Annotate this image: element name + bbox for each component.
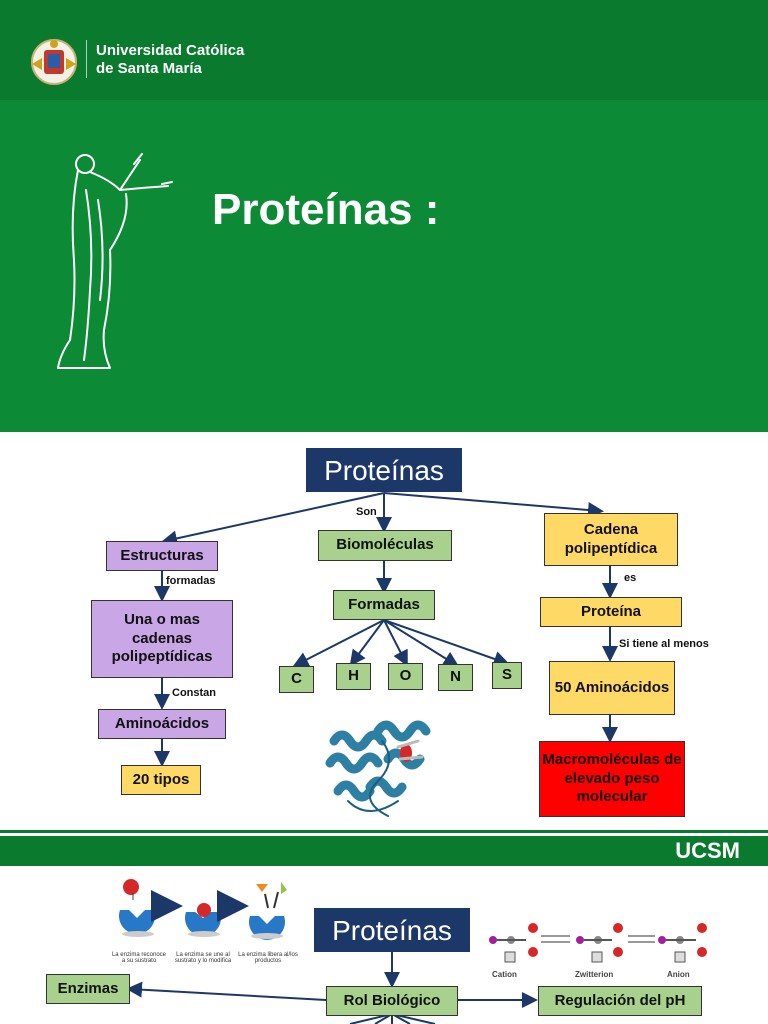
header-band [0,0,768,100]
element-s-box: S [492,662,522,689]
rol-biologico-box: Rol Biológico [326,986,458,1016]
50-aminoacidos-box: 50 Aminoácidos [549,661,675,715]
element-o-box: O [388,663,423,690]
formadas-label: formadas [166,575,216,587]
cation-label: Cation [492,970,517,979]
university-line-2: de Santa María [96,60,202,77]
cadenas-box: Una o mas cadenas polipeptídicas [91,600,233,678]
protein-structure-image [318,701,438,829]
slide-title: Proteínas : [212,185,440,234]
20-tipos-box: 20 tipos [121,765,201,795]
biological-role-slide: La enzima reconoce a su sustrato La enzi… [0,866,768,1024]
logo-divider [86,40,87,78]
separator-line [0,830,768,833]
anion-label: Anion [667,970,690,979]
aminoacidos-box: Aminoácidos [98,709,226,739]
constan-label: Constan [172,687,216,699]
slide3-root-box: Proteínas [314,908,470,952]
enzyme-step-3-caption: La enzima libera al/los productos [238,952,298,964]
estructuras-box: Estructuras [106,541,218,571]
virgin-figure-icon [50,150,180,380]
concept-map-slide: Proteínas Son Estructuras formadas Una o… [0,433,768,833]
university-crest-icon [26,34,82,90]
footer-band [0,836,768,866]
university-name: Universidad Católica de Santa María [96,42,244,78]
university-line-1: Universidad Católica [96,42,245,59]
es-label: es [624,572,637,584]
connector-lines [154,492,618,767]
zwitterion-label: Zwitterion [575,970,614,979]
enzyme-step-1-caption: La enzima reconoce a su sustrato [111,952,167,964]
regulacion-ph-box: Regulación del pH [538,986,702,1016]
macromoleculas-box: Macromoléculas de elevado peso molecular [539,741,685,817]
slide3-graphics [118,879,707,1024]
enzimas-box: Enzimas [46,974,130,1004]
amino-acid-ionization-icon [489,923,707,963]
son-label: Son [356,506,377,518]
formadas-box: Formadas [333,590,435,620]
si-tiene-label: Si tiene al menos [619,638,709,650]
title-slide: Universidad Católica de Santa María Prot… [0,0,768,432]
cadena-box: Cadena polipeptídica [544,513,678,566]
element-n-box: N [438,664,473,691]
element-c-box: C [279,666,314,693]
biomoleculas-box: Biomoléculas [318,530,452,561]
enzyme-step-2-caption: La enzima se une al sustrato y lo modifi… [174,952,232,964]
ucsm-brand: UCSM [675,838,740,863]
root-proteinas-box: Proteínas [306,448,462,492]
proteina-box: Proteína [540,597,682,627]
element-h-box: H [336,663,371,690]
enzyme-diagram-icon [118,879,287,940]
